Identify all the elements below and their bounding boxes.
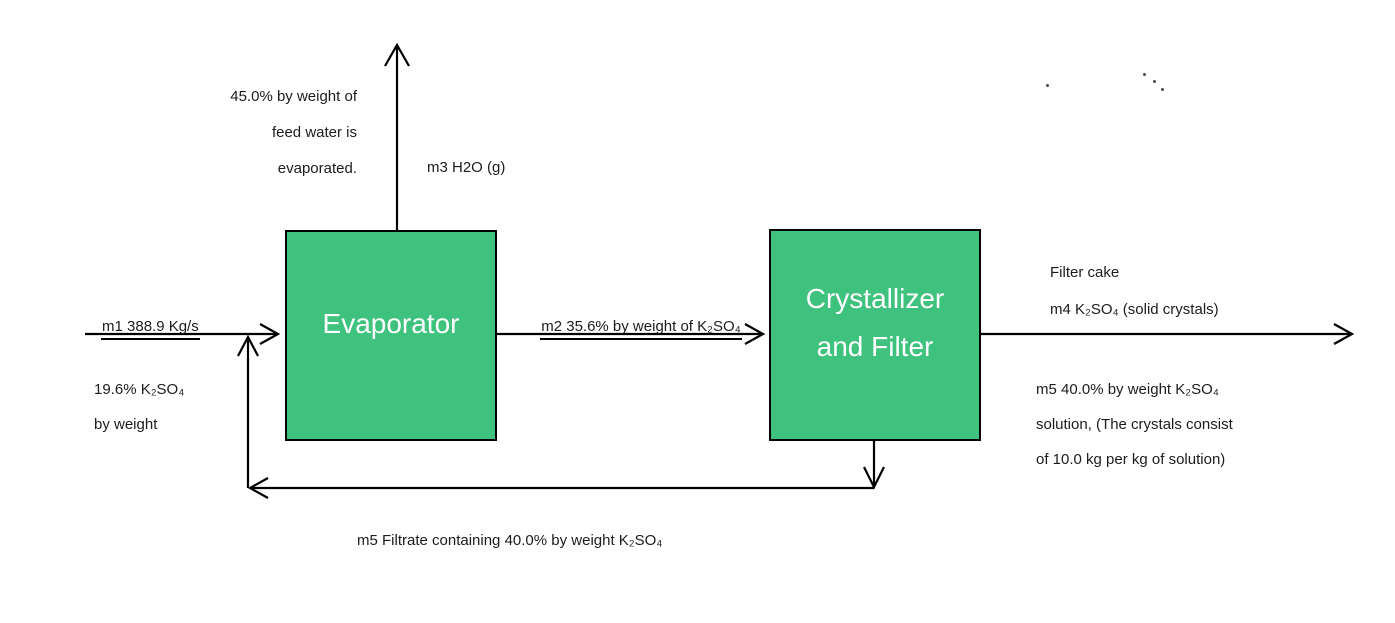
stray-mark xyxy=(1143,73,1146,76)
arrow-recycle-down xyxy=(863,441,885,490)
arrow-m2-concentrate xyxy=(497,323,766,345)
crystallizer-box: Crystallizer and Filter xyxy=(769,229,981,441)
arrow-recycle-left xyxy=(247,477,874,499)
stray-mark xyxy=(1046,84,1049,87)
crystallizer-label: Crystallizer and Filter xyxy=(805,283,945,362)
stray-mark xyxy=(1161,88,1164,91)
stream-m2-text: m2 35.6% by weight of K₂SO₄ xyxy=(540,318,742,340)
stray-mark xyxy=(1153,80,1156,83)
arrow-m4-filter-cake xyxy=(981,323,1355,345)
arrow-m3-vapor xyxy=(384,42,410,230)
arrow-m1-feed xyxy=(85,323,281,345)
evaporator-box: Evaporator xyxy=(285,230,497,441)
evaporator-label: Evaporator xyxy=(322,307,460,339)
stream-m4-label: Filter cake m4 K₂SO₄ (solid crystals) xyxy=(1050,264,1219,318)
stream-m5-recycle-label: m5 Filtrate containing 40.0% by weight K… xyxy=(357,532,663,549)
stream-m1-label: m1 388.9 Kg/s xyxy=(101,300,200,340)
evaporation-note: 45.0% by weight of feed water is evapora… xyxy=(230,88,357,177)
stream-m5-solution-note: m5 40.0% by weight K₂SO₄ solution, (The … xyxy=(1036,381,1233,468)
arrow-recycle-up xyxy=(237,334,259,488)
stream-m3-label: m3 H2O (g) xyxy=(427,159,506,176)
stream-m1-text: m1 388.9 Kg/s xyxy=(101,318,200,340)
stream-m1-composition: 19.6% K₂SO₄ by weight xyxy=(94,381,185,433)
stream-m2-label: m2 35.6% by weight of K₂SO₄ xyxy=(505,300,777,340)
